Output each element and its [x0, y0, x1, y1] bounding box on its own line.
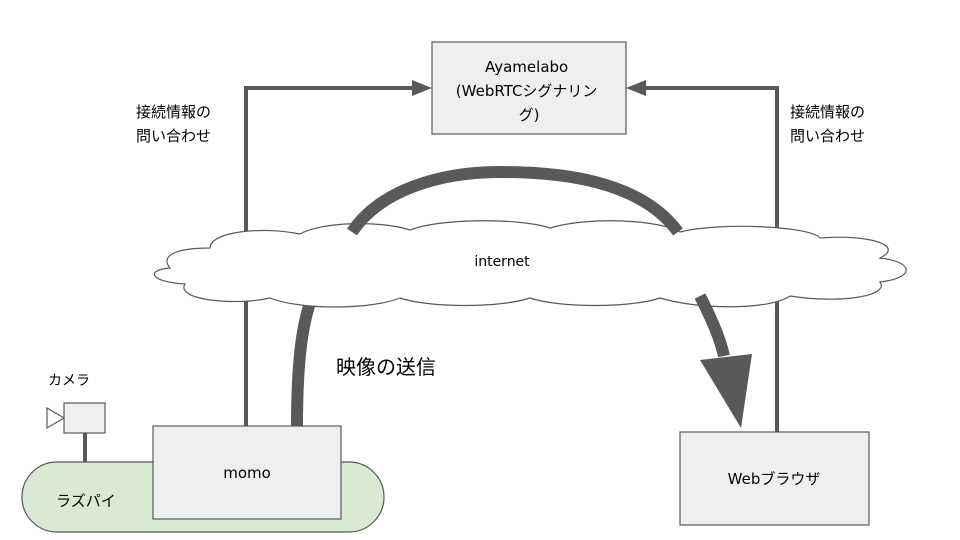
camera-label: カメラ: [48, 373, 90, 389]
internet-cloud: [153, 220, 907, 308]
left-query-line-1: 接続情報の: [136, 103, 211, 121]
momo-label: momo: [223, 464, 271, 482]
browser-box: [679, 431, 870, 526]
right-query-line-2: 問い合わせ: [790, 127, 865, 145]
right-query-label: 接続情報の 問い合わせ: [790, 103, 870, 145]
browser-label: Webブラウザ: [728, 470, 821, 488]
camera-body: [63, 402, 106, 434]
left-query-arrowhead: [412, 80, 432, 96]
video-arrowhead: [700, 354, 752, 428]
video-arc-upper: [347, 165, 683, 236]
left-query-line-2: 問い合わせ: [136, 127, 211, 145]
internet-label: internet: [474, 254, 530, 270]
camera-lens-icon: [46, 406, 66, 430]
ayamelabo-box: [431, 41, 627, 135]
raspi-label: ラズパイ: [56, 492, 116, 510]
left-query-arrow: [244, 86, 424, 426]
video-label: 映像の送信: [336, 355, 436, 379]
ayamelabo-line-2: (WebRTCシグナリン: [456, 82, 598, 100]
right-query-arrowhead: [626, 80, 646, 96]
right-query-line-1: 接続情報の: [790, 103, 865, 121]
ayamelabo-line-3: グ): [519, 106, 540, 124]
left-query-label: 接続情報の 問い合わせ: [136, 103, 216, 145]
momo-box: [152, 425, 342, 520]
video-arc-right: [694, 293, 730, 358]
right-query-arrow: [636, 86, 779, 432]
ayamelabo-label: Ayamelabo (WebRTCシグナリン グ): [456, 58, 602, 124]
ayamelabo-line-1: Ayamelabo: [485, 58, 568, 76]
